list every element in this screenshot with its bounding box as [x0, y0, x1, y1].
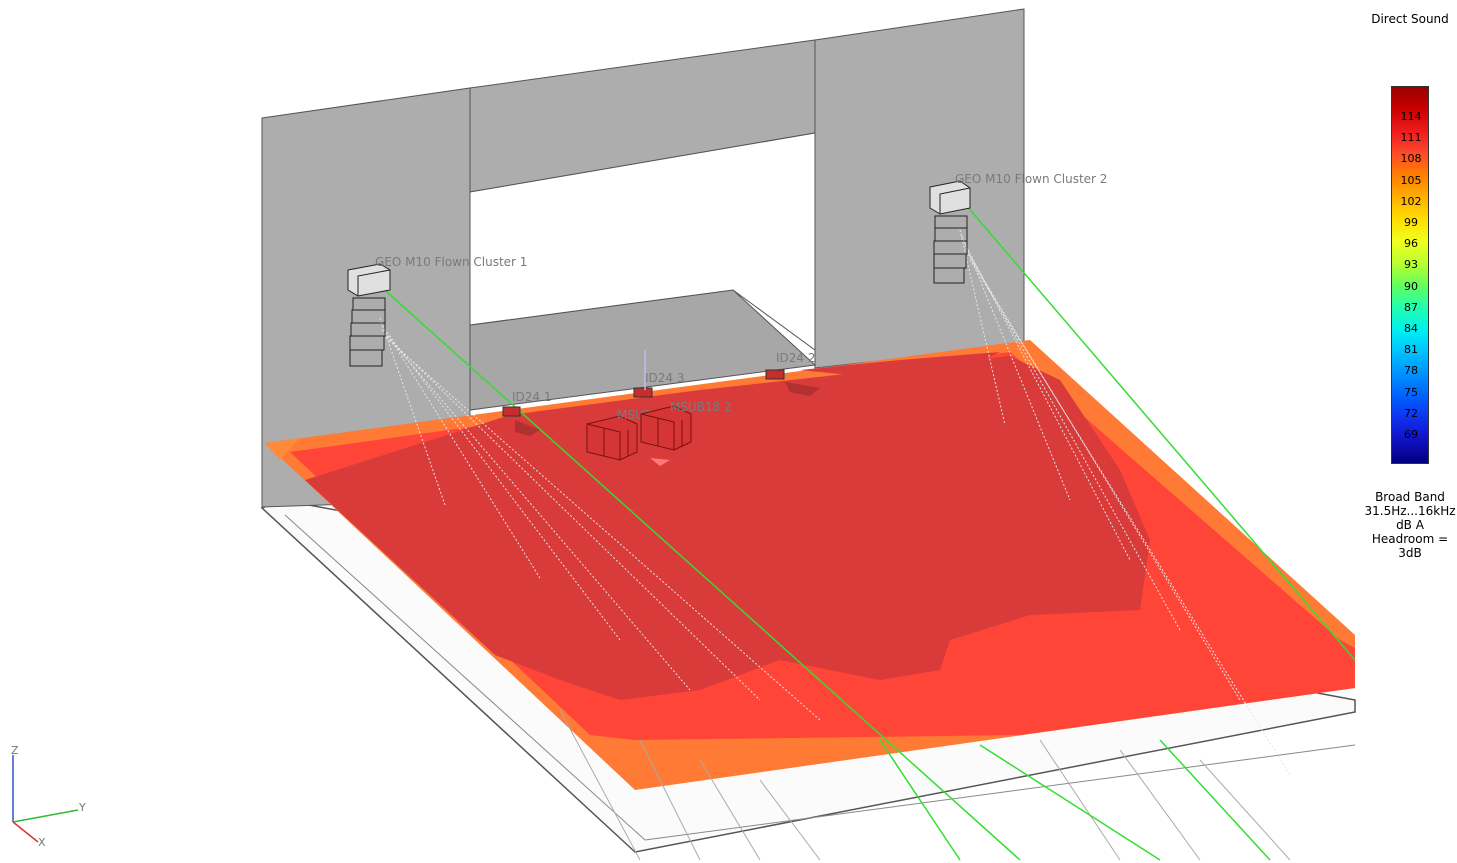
legend-tick: 105: [1400, 173, 1422, 187]
legend-tick: 111: [1400, 131, 1422, 145]
legend-range: 31.5Hz...16kHz: [1364, 504, 1456, 518]
legend-tick: 108: [1400, 152, 1422, 166]
legend-tick: 69: [1404, 428, 1418, 441]
axis-triad: Z Y X: [11, 744, 86, 849]
legend-band: Broad Band: [1375, 490, 1445, 504]
cluster-1-label: GEO M10 Flown Cluster 1: [375, 255, 527, 269]
flown-cluster-2[interactable]: [929, 180, 971, 284]
msub18-2-speaker[interactable]: [640, 405, 692, 466]
legend-tick: 78: [1404, 364, 1418, 378]
axis-x-label: X: [38, 836, 46, 849]
legend-tick: 114: [1400, 110, 1422, 123]
id24-1-speaker[interactable]: [502, 406, 540, 436]
legend-weighting: dB A: [1396, 518, 1424, 532]
cluster-2-label: GEO M10 Flown Cluster 2: [955, 172, 1107, 186]
axis-z-label: Z: [11, 744, 19, 757]
msub18-1-speaker[interactable]: [586, 415, 638, 461]
id24-2-speaker[interactable]: [765, 369, 820, 396]
legend-tick: 72: [1404, 406, 1418, 420]
spl-floor-map: [265, 340, 1355, 790]
msub18-2-label: MSUB18 2: [670, 400, 732, 414]
ground-rays: [559, 709, 1291, 861]
legend-tick: 96: [1404, 237, 1418, 251]
legend-tick: 81: [1404, 343, 1418, 357]
legend-info: Broad Band 31.5Hz...16kHz dB A Headroom …: [1362, 490, 1457, 560]
legend-headroom-value: 3dB: [1398, 546, 1422, 560]
axis-y-label: Y: [78, 801, 86, 814]
legend-headroom-label: Headroom =: [1371, 532, 1449, 546]
legend-tick: 90: [1404, 279, 1418, 293]
legend-tick: 75: [1404, 385, 1418, 399]
legend-tick: 93: [1404, 258, 1418, 272]
id24-3-label: ID24 3: [645, 371, 685, 385]
legend-tick: 84: [1404, 322, 1418, 335]
id24-3-speaker[interactable]: [633, 350, 653, 398]
aim-lines: [377, 197, 1356, 861]
spl-color-legend: 114 111 108 105 102 99 96 93 90 87 84 81 78 75 72 69: [1391, 86, 1429, 464]
legend-title: Direct Sound: [1371, 12, 1449, 26]
id24-1-label: ID24 1: [512, 390, 552, 404]
legend-tick: 99: [1404, 216, 1418, 229]
legend-tick: 87: [1404, 300, 1418, 314]
flown-cluster-1[interactable]: [347, 263, 391, 367]
legend-tick: 102: [1400, 194, 1422, 208]
speaker-rays: [379, 229, 1291, 776]
id24-2-label: ID24 2: [776, 351, 816, 365]
